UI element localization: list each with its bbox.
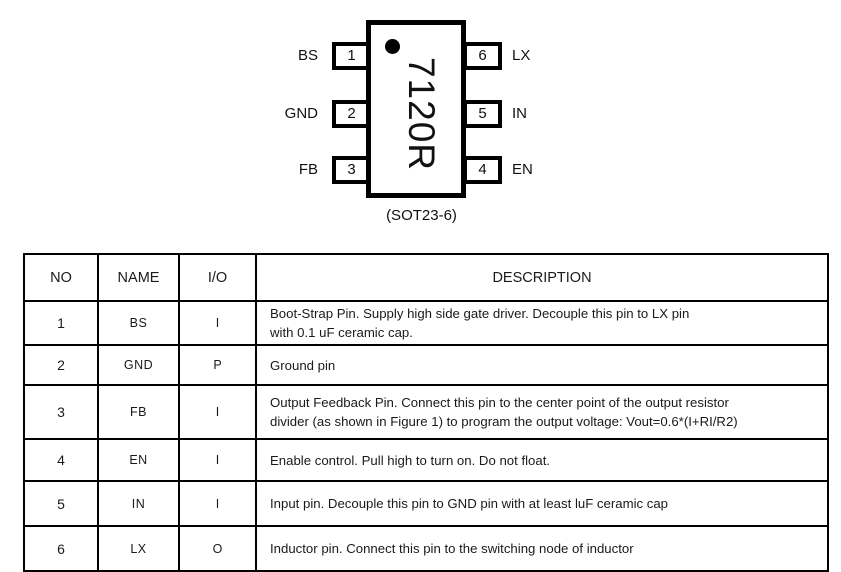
pin-label-right-6: LX	[512, 47, 531, 64]
header-io: I/O	[178, 253, 257, 302]
cell-io: O	[178, 525, 257, 572]
cell-io: I	[178, 384, 257, 440]
cell-description: Boot-Strap Pin. Supply high side gate dr…	[255, 300, 829, 346]
cell-description: Input pin. Decouple this pin to GND pin …	[255, 480, 829, 527]
cell-description: Output Feedback Pin. Connect this pin to…	[255, 384, 829, 440]
cell-name: LX	[97, 525, 180, 572]
package-name-caption: (SOT23-6)	[0, 207, 841, 224]
cell-no: 1	[23, 300, 99, 346]
cell-io: I	[178, 300, 257, 346]
cell-no: 5	[23, 480, 99, 527]
cell-name: EN	[97, 438, 180, 482]
pin-label-left-1: BS	[297, 47, 318, 64]
pin-box-2: 2	[332, 100, 371, 128]
pin1-dot-icon	[385, 39, 400, 54]
table-header-row: NO NAME I/O DESCRIPTION	[23, 253, 829, 302]
cell-no: 2	[23, 344, 99, 386]
description-line: Ground pin	[270, 357, 336, 373]
table-row: 5 IN I Input pin. Decouple this pin to G…	[23, 480, 829, 527]
pin-label-left-2: GND	[284, 105, 318, 122]
description-line: Input pin. Decouple this pin to GND pin …	[270, 496, 669, 511]
pin-label-right-4: EN	[512, 161, 533, 178]
table-row: 3 FB I Output Feedback Pin. Connect this…	[23, 384, 829, 440]
table-row: 4 EN I Enable control. Pull high to turn…	[23, 438, 829, 482]
table-row: 2 GND P Ground pin	[23, 344, 829, 386]
cell-io: I	[178, 480, 257, 527]
chip-body: 7120R	[366, 20, 466, 198]
description-line: Output Feedback Pin. Connect this pin to…	[270, 395, 729, 410]
pin-label-right-5: IN	[512, 105, 527, 122]
pin-label-left-3: FB	[298, 161, 318, 178]
pin-description-table: NO NAME I/O DESCRIPTION 1 BS I Boot-Stra…	[23, 253, 829, 572]
package-diagram: BS GND FB 1 2 3 6 5 4 LX IN EN 7120R (SO…	[0, 0, 841, 245]
header-name: NAME	[97, 253, 180, 302]
chip-marking: 7120R	[371, 25, 471, 203]
cell-no: 3	[23, 384, 99, 440]
table-row: 6 LX O Inductor pin. Connect this pin to…	[23, 525, 829, 572]
cell-name: BS	[97, 300, 180, 346]
table-row: 1 BS I Boot-Strap Pin. Supply high side …	[23, 300, 829, 346]
chip-marking-text: 7120R	[401, 56, 442, 172]
package-name-text: (SOT23-6)	[386, 207, 457, 224]
cell-description: Ground pin	[255, 344, 829, 386]
cell-description: Inductor pin. Connect this pin to the sw…	[255, 525, 829, 572]
cell-io: I	[178, 438, 257, 482]
cell-name: GND	[97, 344, 180, 386]
pin-box-1: 1	[332, 42, 371, 70]
pin-description-table-wrap: NO NAME I/O DESCRIPTION 1 BS I Boot-Stra…	[23, 253, 829, 572]
description-line: divider (as shown in Figure 1) to progra…	[270, 414, 738, 429]
cell-no: 6	[23, 525, 99, 572]
cell-name: FB	[97, 384, 180, 440]
description-line: Inductor pin. Connect this pin to the sw…	[270, 541, 634, 556]
cell-description: Enable control. Pull high to turn on. Do…	[255, 438, 829, 482]
cell-io: P	[178, 344, 257, 386]
header-description: DESCRIPTION	[255, 253, 829, 302]
description-line: Enable control. Pull high to turn on. Do…	[270, 452, 551, 468]
cell-no: 4	[23, 438, 99, 482]
description-line: with 0.1 uF ceramic cap.	[270, 325, 413, 340]
description-line: Boot-Strap Pin. Supply high side gate dr…	[270, 306, 690, 321]
cell-name: IN	[97, 480, 180, 527]
header-no: NO	[23, 253, 99, 302]
